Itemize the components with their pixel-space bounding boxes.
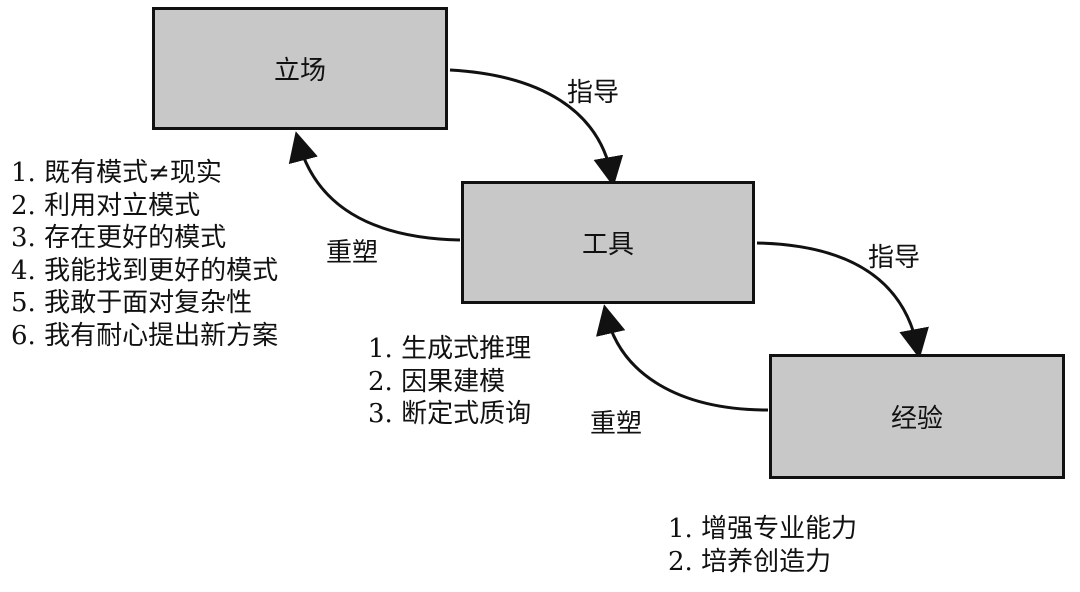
list-item: 2. 因果建模 xyxy=(368,366,506,397)
arrow-guide-tool-to-experience xyxy=(756,241,929,359)
edge-label-reshape-experience-to-tool: 重塑 xyxy=(590,409,643,439)
node-experience-label: 经验 xyxy=(890,404,943,434)
experience-list: 1. 增强专业能力 2. 培养创造力 xyxy=(668,513,857,578)
edge-label-guide-tool-to-experience: 指导 xyxy=(868,243,921,273)
list-item: 5. 我敢于面对复杂性 xyxy=(11,288,253,318)
tool-list: 1. 生成式推理 2. 因果建模 3. 断定式质询 xyxy=(368,333,531,431)
list-item: 2. 培养创造力 xyxy=(668,546,832,577)
node-experience: 经验 xyxy=(769,354,1065,479)
node-stance-label: 立场 xyxy=(273,56,326,86)
list-item: 1. 生成式推理 xyxy=(368,334,532,364)
edge-label-guide-stance-to-tool: 指导 xyxy=(567,78,620,108)
list-item: 1. 增强专业能力 xyxy=(668,514,858,544)
list-item: 1. 既有模式≠现实 xyxy=(11,158,222,188)
arrow-reshape-experience-to-tool xyxy=(596,304,769,412)
list-item: 4. 我能找到更好的模式 xyxy=(11,255,279,286)
edge-label-reshape-tool-to-stance: 重塑 xyxy=(326,238,379,268)
list-item: 6. 我有耐心提出新方案 xyxy=(11,320,279,351)
list-item: 3. 断定式质询 xyxy=(368,399,532,429)
list-item: 2. 利用对立模式 xyxy=(11,190,201,221)
list-item: 3. 存在更好的模式 xyxy=(11,223,227,253)
node-tool: 工具 xyxy=(461,181,755,304)
node-tool-label: 工具 xyxy=(581,230,634,260)
node-stance: 立场 xyxy=(152,7,448,130)
arrow-guide-stance-to-tool xyxy=(449,68,624,187)
arrow-reshape-tool-to-stance xyxy=(288,131,461,242)
stance-list: 1. 既有模式≠现实 2. 利用对立模式 3. 存在更好的模式 4. 我能找到更… xyxy=(11,157,278,352)
